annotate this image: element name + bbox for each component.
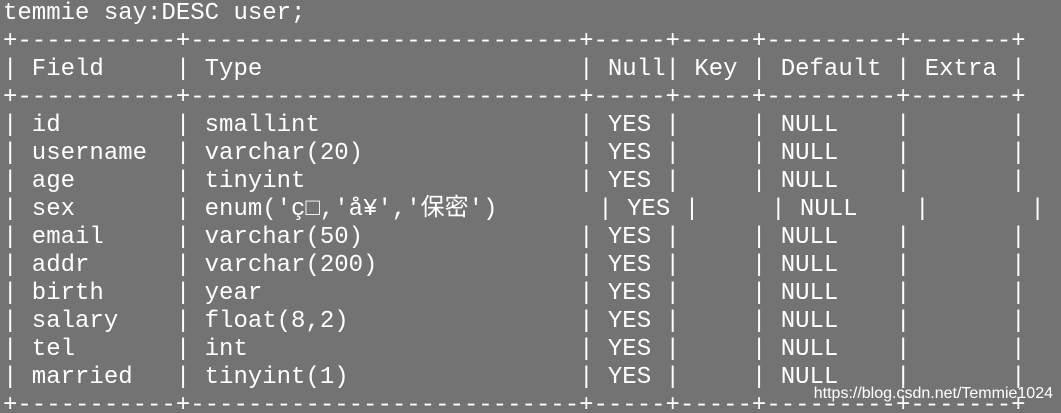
table-border-bottom: +-----------+---------------------------…: [3, 392, 1026, 413]
table-row: | age | tinyint | YES | | NULL | |: [3, 168, 1026, 195]
table-header-row: | Field | Type | Null| Key | Default | E…: [3, 56, 1026, 83]
table-row: | id | smallint | YES | | NULL | |: [3, 112, 1026, 139]
table-border-top: +-----------+---------------------------…: [3, 28, 1026, 55]
table-row: | salary | float(8,2) | YES | | NULL | |: [3, 308, 1026, 335]
table-row: | tel | int | YES | | NULL | |: [3, 336, 1026, 363]
table-row: | sex | enum('ç□,'å¥','保密') | YES | | NU…: [3, 196, 1045, 223]
watermark-url: https://blog.csdn.net/Temmie1024: [813, 385, 1053, 402]
command-prompt: temmie say:DESC user;: [3, 0, 306, 27]
table-row: | email | varchar(50) | YES | | NULL | |: [3, 224, 1026, 251]
table-row: | addr | varchar(200) | YES | | NULL | |: [3, 252, 1026, 279]
table-row: | married | tinyint(1) | YES | | NULL | …: [3, 364, 1026, 391]
table-row: | username | varchar(20) | YES | | NULL …: [3, 140, 1026, 167]
table-row: | birth | year | YES | | NULL | |: [3, 280, 1026, 307]
table-border-header: +-----------+---------------------------…: [3, 84, 1026, 111]
